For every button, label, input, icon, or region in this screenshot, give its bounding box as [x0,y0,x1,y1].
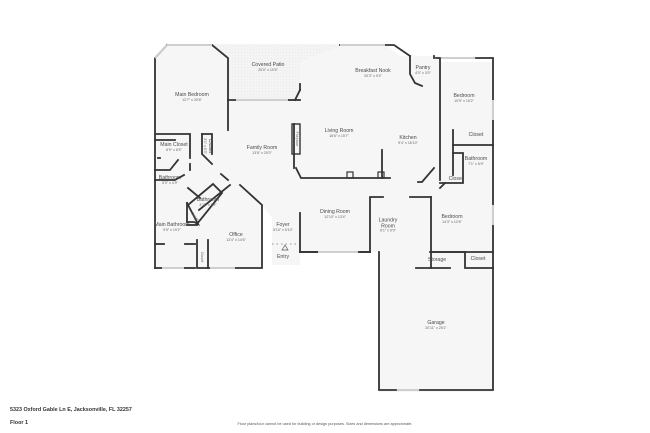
room-name: Kitchen [399,135,417,142]
room-dims: 16'6" x 15'7" [329,133,349,138]
room-closet-bath-2: Closet [448,176,464,183]
room-name: Office [229,232,243,239]
entry-label: Entry [276,254,290,261]
room-closet-walkin: Closet 3'1" x 6'3" [202,138,213,154]
property-address: 5323 Oxford Gable Ln E, Jacksonville, FL… [10,407,132,413]
room-dims: 7'1" x 6'9" [468,161,484,166]
disclaimer: Floor plans/tour cannot be used for buil… [237,422,413,426]
room-name: Bathroom [158,175,182,182]
room-name: Closet [468,132,484,139]
room-dims: 9'4" x 16'10" [398,140,418,145]
room-dims: 9'5" x 19'2" [163,227,181,232]
room-bedroom-2: Bedroom 10'9" x 15'2" [453,93,475,104]
floor-label: Floor 1 [10,420,28,426]
room-breakfast-nook: Breakfast Nook 20'3" x 9'4" [355,68,391,79]
room-closet-bedroom-2: Closet [468,132,484,139]
room-closet-bedroom-3: Closet [470,256,486,263]
room-dims: 5'0" x 4'9" [162,180,178,185]
room-dims: 25'0" x 10'5" [258,67,278,72]
room-bathroom-2: Bathroom 7'1" x 6'9" [464,156,488,167]
room-living-room: Living Room 16'6" x 15'7" [324,128,354,139]
room-storage: Storage [427,257,447,264]
room-dims: 10'9" x 15'2" [454,98,474,103]
room-laundry-room: Laundry Room 6'1" x 9'9" [377,217,399,233]
room-name: Covered Patio [251,62,285,69]
room-name: Garage [427,320,445,327]
walls [154,43,494,391]
room-covered-patio: Covered Patio 25'0" x 10'5" [251,62,285,73]
entry-text: Entry [276,254,290,261]
room-name: Foyer [276,222,290,229]
room-name: Fireplace [294,131,299,147]
room-dims: 4'11" x 6'9" [199,202,217,207]
room-name: Pantry [415,65,431,72]
room-name: Main Bedroom [175,92,209,99]
room-name: Breakfast Nook [355,68,391,75]
room-closet-office: Closet [199,251,204,263]
room-name: Closet [206,138,213,154]
room-dims: 6'1" x 9'9" [380,228,396,233]
room-office: Office 13'4" x 14'6" [226,232,246,243]
room-foyer: Foyer 5'10" x 5'10" [273,222,293,233]
windows [154,44,494,391]
room-dining-room: Dining Room 12'10" x 13'4" [320,209,350,220]
room-name: Closet [199,251,204,263]
room-name: Laundry Room [378,217,398,230]
room-name: Bedroom [441,214,463,221]
room-dims: 3'1" x 6'3" [203,138,208,154]
room-bedroom-3: Bedroom 14'3" x 12'6" [441,214,463,225]
room-main-bathroom: Main Bathroom 9'5" x 19'2" [154,222,190,233]
room-dims: 12'7" x 20'8" [182,97,202,102]
room-pantry: Pantry 4'0" x 3'0" [415,65,431,76]
room-name: Bathroom [464,156,488,163]
room-kitchen: Kitchen 9'4" x 16'10" [398,135,418,146]
room-name: Closet [448,176,464,183]
room-main-closet: Main Closet 6'9" x 6'5" [160,142,188,153]
entry-arrow-icon [272,243,300,251]
room-name: Living Room [324,128,354,135]
room-name: Main Bathroom [154,222,190,229]
room-dims: 13'4" x 14'6" [226,237,246,242]
room-garage: Garage 20'11" x 25'1" [425,320,447,331]
room-name: Storage [427,257,447,264]
room-name: Family Room [246,145,278,152]
room-dims: 5'10" x 5'10" [273,227,293,232]
room-dims: 14'3" x 12'6" [442,219,462,224]
room-dims: 20'3" x 9'4" [364,73,382,78]
room-dims: 12'10" x 13'4" [324,214,346,219]
room-family-room: Family Room 13'8" x 20'0" [246,145,278,156]
room-dims: 4'0" x 3'0" [415,70,431,75]
covered-patio-fill [212,44,345,100]
room-dims: 6'9" x 6'5" [166,147,182,152]
room-name: Bedroom [453,93,475,100]
room-bathroom-3: Bathroom 4'11" x 6'9" [196,197,220,208]
room-name: Closet [470,256,486,263]
fireplace: Fireplace [294,131,299,147]
room-dims: 13'8" x 20'0" [252,150,272,155]
room-name: Bathroom [196,197,220,204]
room-bathroom-wc: Bathroom 5'0" x 4'9" [158,175,182,186]
room-name: Main Closet [160,142,188,149]
room-name: Dining Room [320,209,350,216]
floor-fill [155,44,493,392]
room-dims: 20'11" x 25'1" [425,325,447,330]
room-main-bedroom: Main Bedroom 12'7" x 20'8" [175,92,209,103]
